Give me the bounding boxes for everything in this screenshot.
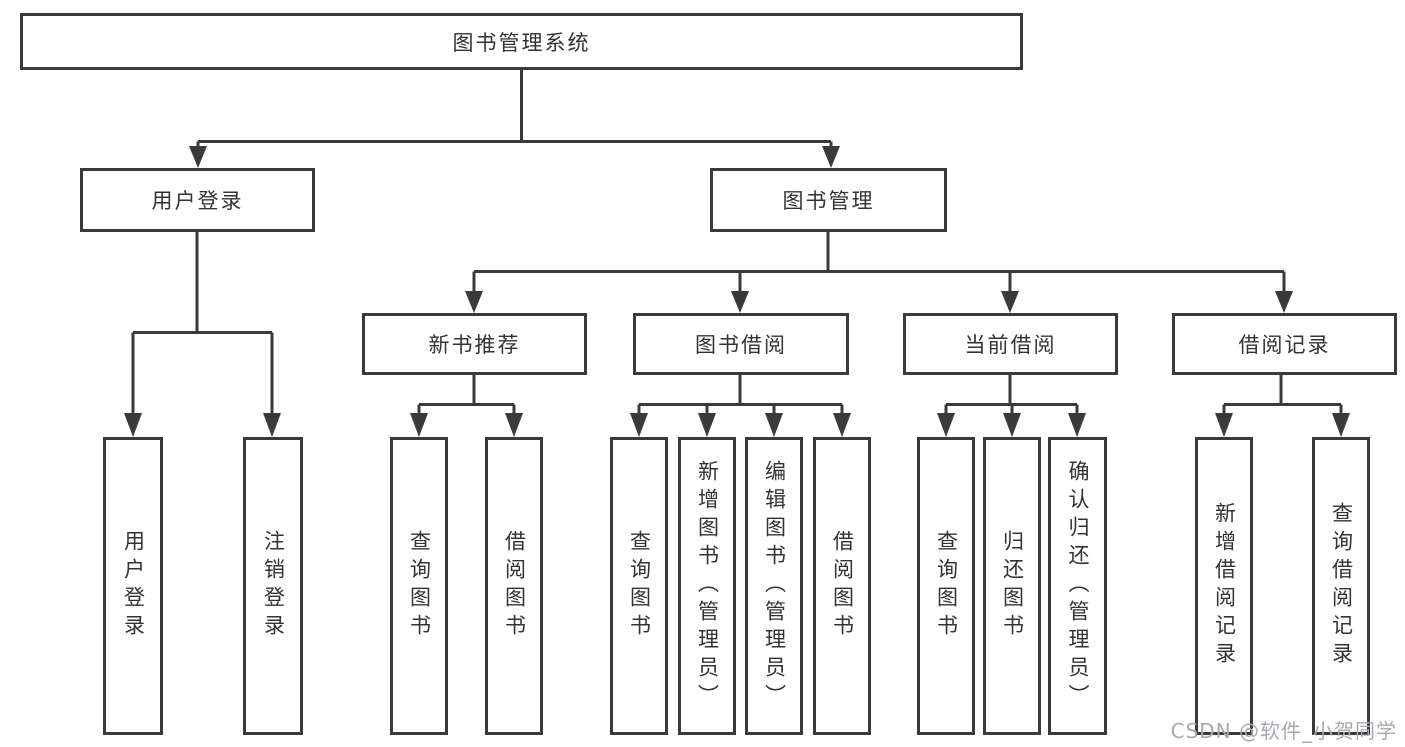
node-book-borrow-label: 图书借阅 bbox=[695, 333, 787, 357]
connector-manage-to-level3 bbox=[472, 232, 1286, 293]
leaf-borrow-edit-book-admin: 编辑图书（管理员） bbox=[745, 437, 803, 735]
leaf-current-return-book: 归还图书 bbox=[983, 437, 1041, 735]
arrowheads-level2 bbox=[189, 146, 840, 168]
leaf-current-query-book-label: 查询图书 bbox=[934, 530, 959, 642]
leaf-current-return-book-label: 归还图书 bbox=[1000, 530, 1025, 642]
arrowheads-leaves bbox=[410, 413, 1350, 437]
node-borrow-record: 借阅记录 bbox=[1172, 313, 1397, 375]
connector-login-to-leaves bbox=[131, 232, 274, 415]
leaf-recommend-borrow-book-label: 借阅图书 bbox=[502, 530, 527, 642]
leaf-borrow-add-book-admin-label: 新增图书（管理员） bbox=[695, 460, 720, 712]
leaf-recommend-query-book: 查询图书 bbox=[390, 437, 448, 735]
leaf-borrow-borrow-book: 借阅图书 bbox=[813, 437, 871, 735]
leaf-record-query-record: 查询借阅记录 bbox=[1312, 437, 1370, 735]
node-borrow-record-label: 借阅记录 bbox=[1238, 333, 1331, 357]
leaf-record-add-record-label: 新增借阅记录 bbox=[1212, 502, 1237, 670]
node-current-borrow: 当前借阅 bbox=[903, 313, 1118, 375]
connector-root-to-level2 bbox=[196, 70, 833, 150]
leaf-borrow-edit-book-admin-label: 编辑图书（管理员） bbox=[762, 460, 787, 712]
csdn-watermark: CSDN @软件_小贺同学 bbox=[1170, 719, 1397, 743]
node-current-borrow-label: 当前借阅 bbox=[964, 333, 1057, 357]
leaf-user-login: 用户登录 bbox=[103, 437, 163, 735]
leaf-logout: 注销登录 bbox=[243, 437, 303, 735]
node-root-system: 图书管理系统 bbox=[20, 13, 1023, 70]
node-new-book-recommend-label: 新书推荐 bbox=[428, 333, 521, 357]
leaf-borrow-query-book: 查询图书 bbox=[610, 437, 668, 735]
leaf-borrow-borrow-book-label: 借阅图书 bbox=[830, 530, 855, 642]
leaf-current-query-book: 查询图书 bbox=[917, 437, 975, 735]
leaf-record-query-record-label: 查询借阅记录 bbox=[1329, 502, 1354, 670]
leaf-record-add-record: 新增借阅记录 bbox=[1195, 437, 1253, 735]
leaf-recommend-borrow-book: 借阅图书 bbox=[485, 437, 543, 735]
leaf-current-confirm-return-admin-label: 确认归还（管理员） bbox=[1066, 460, 1090, 712]
node-user-login-label: 用户登录 bbox=[151, 189, 244, 213]
leaf-user-login-label: 用户登录 bbox=[121, 530, 146, 642]
leaf-borrow-add-book-admin: 新增图书（管理员） bbox=[678, 437, 736, 735]
node-user-login: 用户登录 bbox=[80, 168, 315, 232]
connector-module-splits bbox=[417, 375, 1343, 415]
leaf-recommend-query-book-label: 查询图书 bbox=[407, 530, 432, 642]
node-book-borrow: 图书借阅 bbox=[633, 313, 849, 375]
leaf-borrow-query-book-label: 查询图书 bbox=[627, 530, 652, 642]
node-new-book-recommend: 新书推荐 bbox=[362, 313, 587, 375]
node-book-manage-label: 图书管理 bbox=[782, 189, 875, 213]
arrowheads-login-leaves bbox=[124, 413, 281, 437]
leaf-logout-label: 注销登录 bbox=[261, 530, 286, 642]
arrowheads-level3 bbox=[465, 291, 1293, 313]
leaf-current-confirm-return-admin: 确认归还（管理员） bbox=[1048, 437, 1107, 735]
node-book-manage: 图书管理 bbox=[710, 168, 947, 232]
node-root-label: 图书管理系统 bbox=[452, 30, 591, 55]
